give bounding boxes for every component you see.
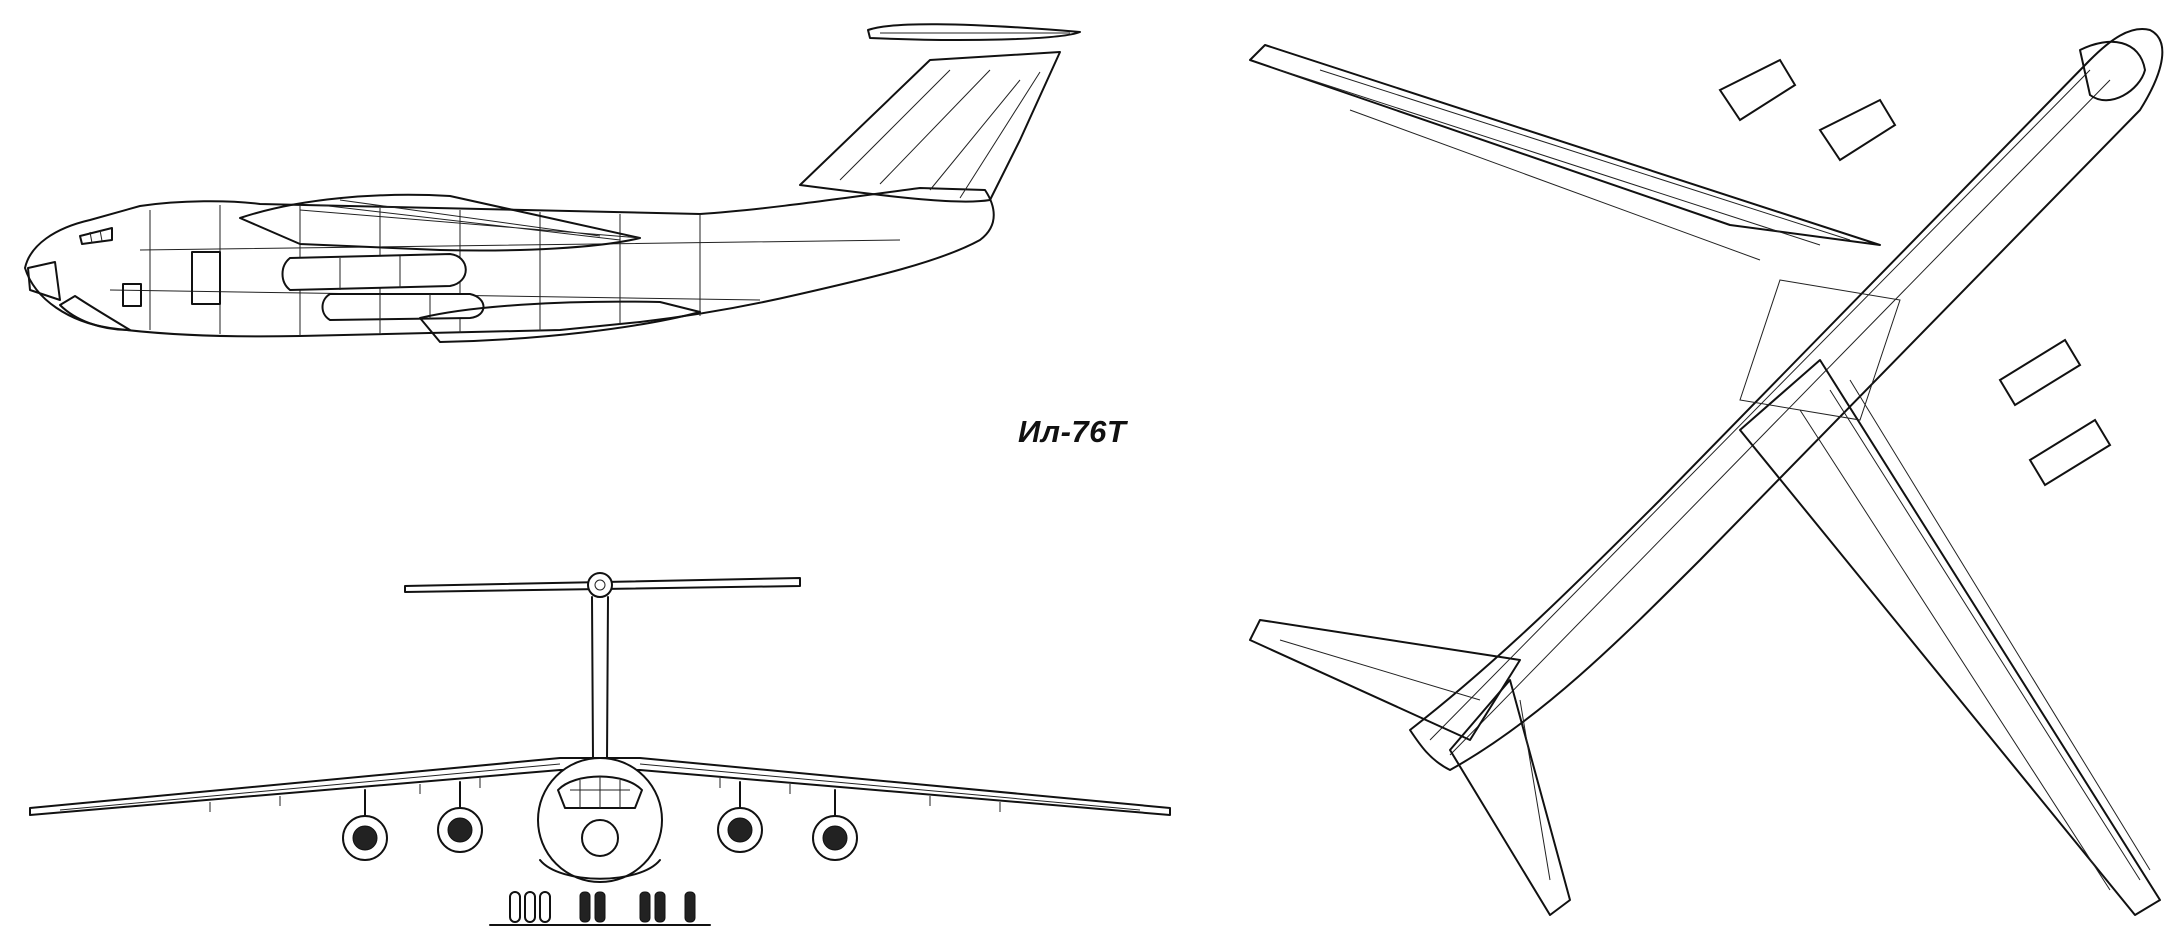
front-view-drawing [29, 572, 1171, 926]
side-view-drawing [24, 23, 1081, 343]
aircraft-designation-label: Ил-76Т [1018, 414, 1127, 449]
top-view-drawing [1249, 28, 2164, 916]
